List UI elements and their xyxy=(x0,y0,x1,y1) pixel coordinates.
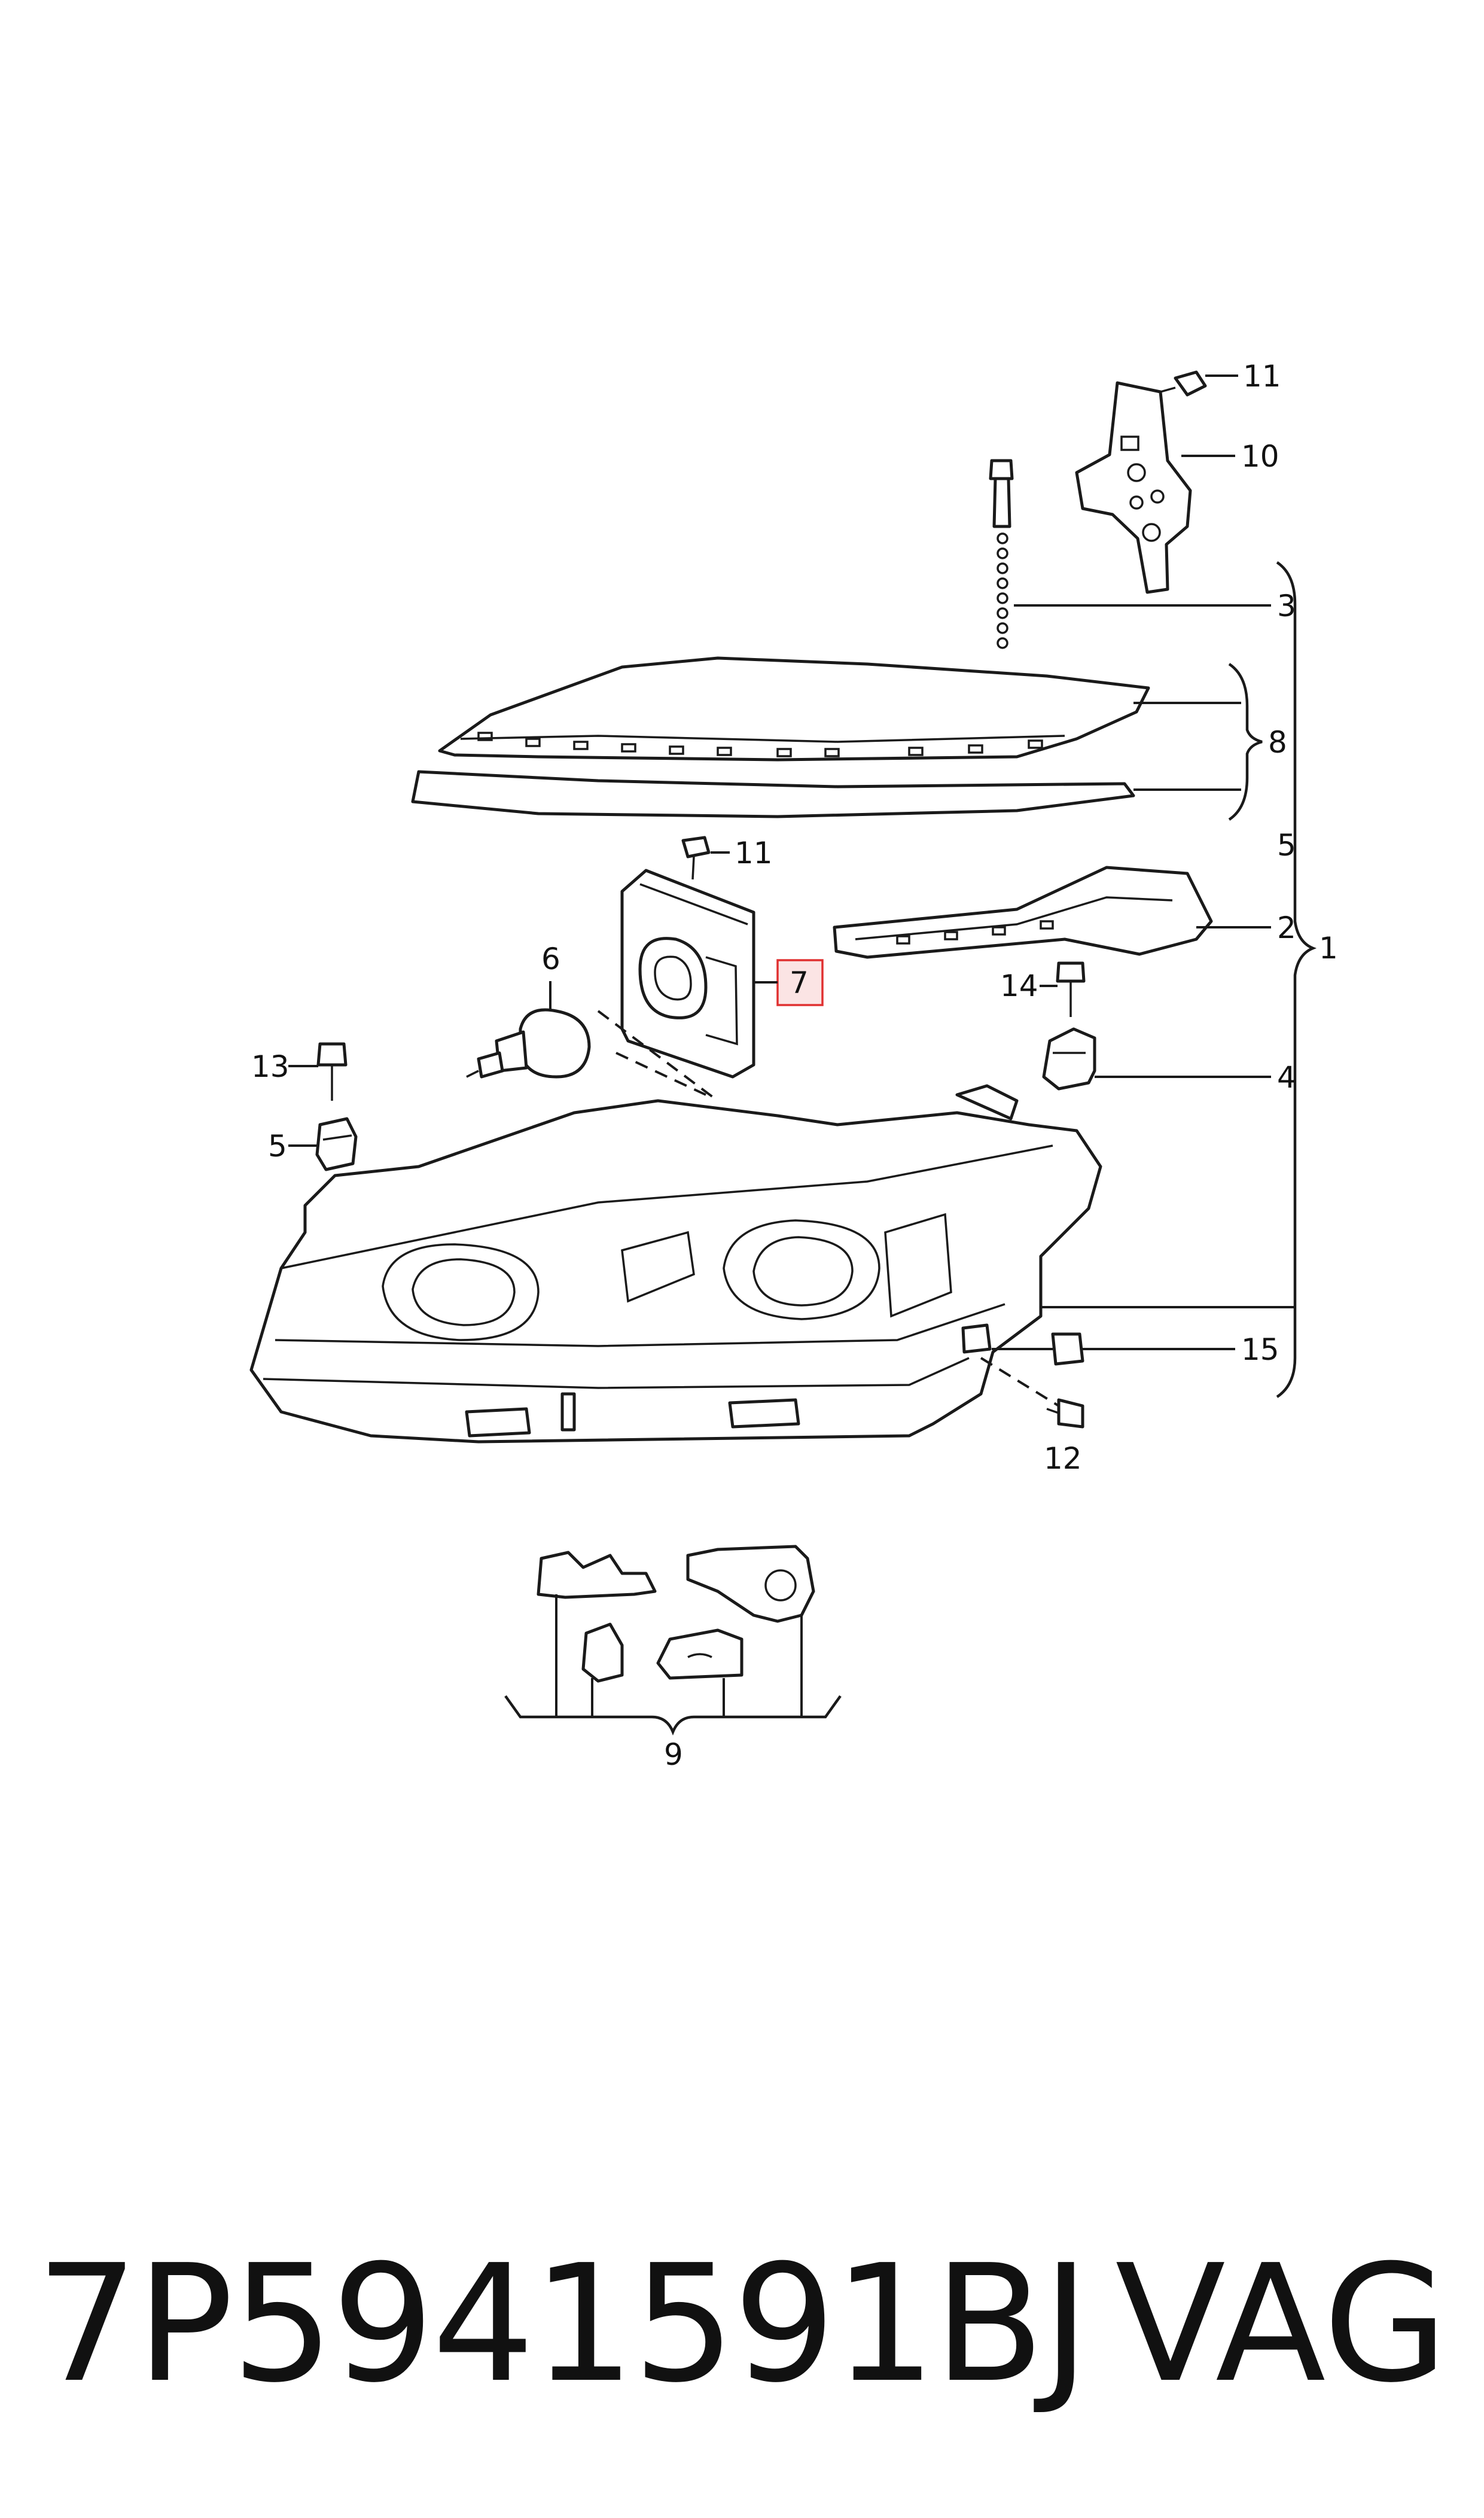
callout-label-11-mid: 11 xyxy=(735,836,773,870)
brand-name: VAG xyxy=(1115,2230,1448,2418)
callout-label-14: 14 xyxy=(1000,969,1038,1003)
screw-part-11-mid xyxy=(681,836,730,880)
bracket-part-10 xyxy=(1075,381,1235,594)
trim-strip-part-8 xyxy=(411,656,1263,821)
screw-part-11-top xyxy=(1160,370,1238,397)
callout-label-15: 15 xyxy=(1241,1332,1279,1367)
bracket-set-part-9 xyxy=(504,1545,842,1736)
adjuster-part-3 xyxy=(989,459,1271,649)
callout-label-9: 9 xyxy=(664,1737,683,1772)
screw-part-13 xyxy=(288,1042,348,1101)
bulb-part-6 xyxy=(466,981,591,1079)
callout-label-2: 2 xyxy=(1277,911,1296,945)
grommet-part-5 xyxy=(288,1117,358,1171)
callout-label-10: 10 xyxy=(1241,439,1279,474)
callout-label-12: 12 xyxy=(1044,1441,1082,1476)
screw-part-14 xyxy=(1040,961,1086,1017)
brace-part-1 xyxy=(1276,561,1317,1398)
clip-part-15 xyxy=(992,1332,1235,1366)
callout-label-13: 13 xyxy=(251,1049,290,1084)
callout-label-7: 7 xyxy=(790,966,809,1000)
callout-label-6: 6 xyxy=(541,942,560,976)
callout-label-5-right: 5 xyxy=(1277,828,1296,863)
callout-label-11-top: 11 xyxy=(1243,359,1281,394)
control-unit-part-7 xyxy=(597,869,755,1102)
headlight-housing-part-1 xyxy=(249,1084,1295,1444)
callout-label-4: 4 xyxy=(1277,1060,1296,1095)
screw-part-12 xyxy=(980,1357,1084,1429)
clip-part-4 xyxy=(1042,1027,1271,1091)
callout-label-8: 8 xyxy=(1268,725,1287,760)
footer: 7P5941591BJ VAG xyxy=(0,2225,1484,2423)
callout-label-3: 3 xyxy=(1277,589,1296,623)
callout-label-1: 1 xyxy=(1319,931,1338,966)
callout-label-5-left: 5 xyxy=(268,1129,287,1164)
bracket-part-2 xyxy=(833,866,1271,959)
part-number: 7P5941591BJ xyxy=(36,2230,1090,2418)
